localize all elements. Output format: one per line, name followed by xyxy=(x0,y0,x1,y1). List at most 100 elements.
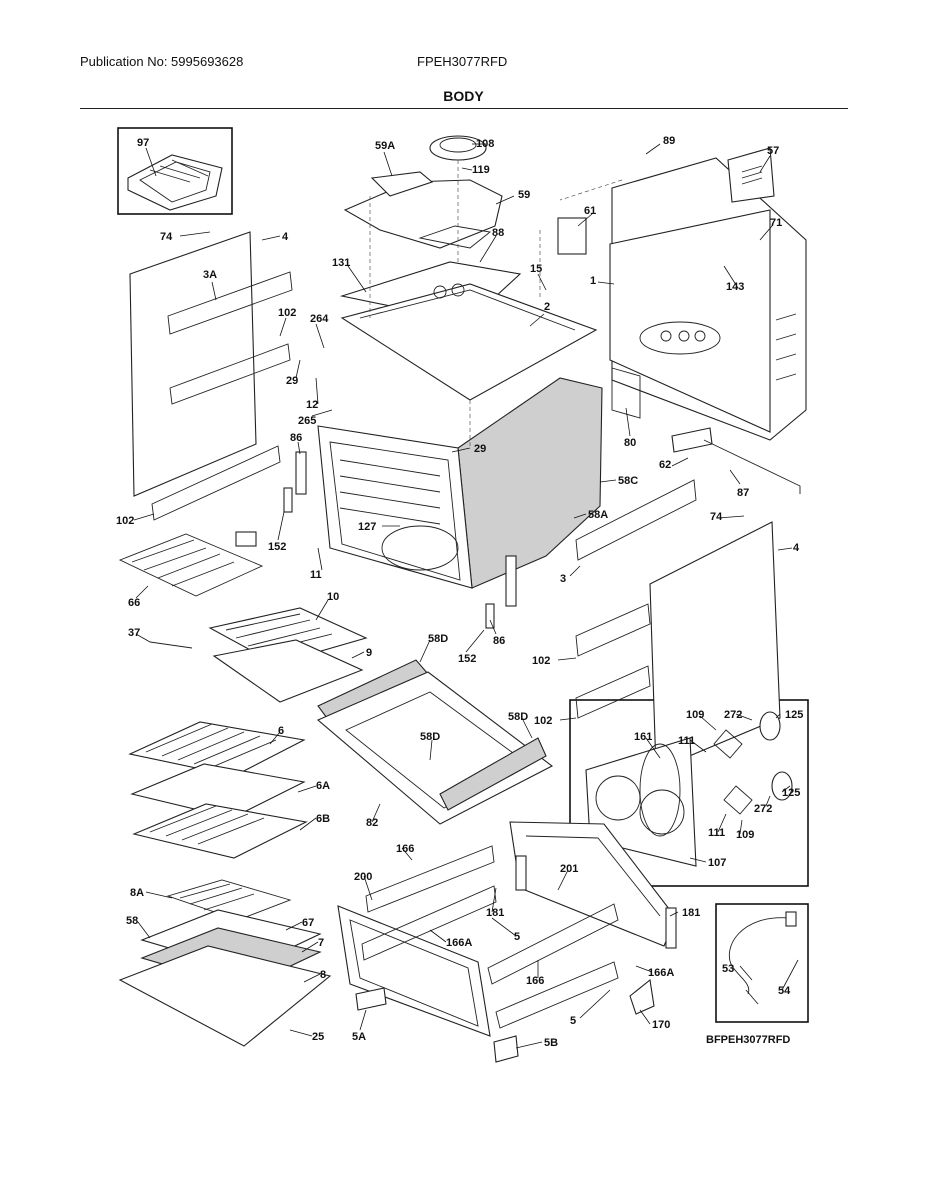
callout-5B: 5B xyxy=(544,1037,558,1049)
callout-125-top: 125 xyxy=(785,709,803,721)
part-broil-pan xyxy=(208,607,368,703)
callout-labels: 97 108 59A 119 89 57 59 61 71 74 4 88 3A… xyxy=(116,135,803,1049)
callout-59A: 59A xyxy=(375,140,395,152)
callout-102-left: 102 xyxy=(278,307,296,319)
callout-201: 201 xyxy=(560,863,578,875)
callout-8A: 8A xyxy=(130,887,144,899)
callout-1: 1 xyxy=(590,275,596,287)
callout-5-bottom: 5 xyxy=(570,1015,576,1027)
callout-80: 80 xyxy=(624,437,636,449)
callout-111-top: 111 xyxy=(678,735,695,747)
callout-58A: 58A xyxy=(588,509,608,521)
part-bake-element xyxy=(118,531,264,597)
callout-62: 62 xyxy=(659,459,671,471)
callout-29-mid: 29 xyxy=(474,443,486,455)
page-title: BODY xyxy=(443,88,484,104)
part-back-panels xyxy=(557,147,807,441)
part-control-board xyxy=(127,154,223,211)
callout-82: 82 xyxy=(366,817,378,829)
callout-108: 108 xyxy=(476,138,494,150)
callout-8: 8 xyxy=(320,969,326,981)
callout-11: 11 xyxy=(310,569,322,581)
part-convection-fan xyxy=(585,711,793,867)
callout-166-top: 166 xyxy=(396,843,414,855)
callout-61: 61 xyxy=(584,205,596,217)
callout-71: 71 xyxy=(770,217,782,229)
callout-166A-right: 166A xyxy=(648,967,674,979)
model-number: FPEH3077RFD xyxy=(417,54,508,69)
callout-66: 66 xyxy=(128,597,140,609)
callout-107: 107 xyxy=(708,857,726,869)
callout-3A: 3A xyxy=(203,269,217,281)
callout-25: 25 xyxy=(312,1031,324,1043)
callout-97: 97 xyxy=(137,137,149,149)
callout-143: 143 xyxy=(726,281,744,293)
callout-59: 59 xyxy=(518,189,530,201)
callout-37: 37 xyxy=(128,627,140,639)
callout-7: 7 xyxy=(318,937,324,949)
callout-152-right: 152 xyxy=(458,653,476,665)
part-broil-element-panels xyxy=(118,879,332,1047)
inset-box-sensor xyxy=(715,903,809,1023)
callout-166A-left: 166A xyxy=(446,937,472,949)
callout-58D-top: 58D xyxy=(428,633,448,645)
callout-127: 127 xyxy=(358,521,376,533)
callout-15: 15 xyxy=(530,263,542,275)
part-top-fan xyxy=(343,135,503,249)
callout-102-right-lower: 102 xyxy=(534,715,552,727)
callout-111-bottom: 111 xyxy=(708,827,725,839)
callout-102-lower-left: 102 xyxy=(116,515,134,527)
callout-12: 12 xyxy=(306,399,318,411)
callout-170: 170 xyxy=(652,1019,670,1031)
callout-29-left: 29 xyxy=(286,375,298,387)
callout-58D-right: 58D xyxy=(508,711,528,723)
callout-9: 9 xyxy=(366,647,372,659)
part-misc-brackets xyxy=(149,427,801,1063)
callout-2: 2 xyxy=(544,301,550,313)
part-storage-drawer xyxy=(337,821,677,1037)
callout-86-right: 86 xyxy=(493,635,505,647)
inset-box-control-board xyxy=(117,127,233,215)
callout-86-left: 86 xyxy=(290,432,302,444)
part-oven-racks xyxy=(128,721,308,859)
callout-102-right-upper: 102 xyxy=(532,655,550,667)
callout-265: 265 xyxy=(298,415,316,427)
publication-number: Publication No: 5995693628 xyxy=(80,54,244,69)
callout-10: 10 xyxy=(327,591,339,603)
callout-4-left: 4 xyxy=(282,231,289,243)
callout-125-bottom: 125 xyxy=(782,787,800,799)
callout-74-top: 74 xyxy=(160,231,173,243)
callout-166-bottom: 166 xyxy=(526,975,544,987)
part-drawer-frame xyxy=(316,659,554,825)
part-temp-sensor xyxy=(728,911,797,1005)
callout-4-right: 4 xyxy=(793,542,800,554)
callout-161: 161 xyxy=(634,731,652,743)
callout-6A: 6A xyxy=(316,780,330,792)
callout-109-bottom: 109 xyxy=(736,829,754,841)
callout-3: 3 xyxy=(560,573,566,585)
callout-87: 87 xyxy=(737,487,749,499)
callout-58D-mid: 58D xyxy=(420,731,440,743)
callout-67: 67 xyxy=(302,917,314,929)
callout-200: 200 xyxy=(354,871,372,883)
callout-6B: 6B xyxy=(316,813,330,825)
callout-131: 131 xyxy=(332,257,350,269)
callout-109-top: 109 xyxy=(686,709,704,721)
part-side-panel-right xyxy=(575,479,781,771)
part-top-plates xyxy=(339,261,598,401)
callout-88: 88 xyxy=(492,227,504,239)
header-rule xyxy=(80,108,848,109)
callout-181-left: 181 xyxy=(486,907,504,919)
part-oven-cavity xyxy=(317,377,603,589)
callout-53: 53 xyxy=(722,963,734,975)
callout-57: 57 xyxy=(767,145,779,157)
callout-119: 119 xyxy=(472,164,490,176)
callout-58C: 58C xyxy=(618,475,638,487)
callout-264: 264 xyxy=(310,313,329,325)
diagram-code: BFPEH3077RFD xyxy=(706,1034,791,1046)
callout-58: 58 xyxy=(126,915,138,927)
leader-lines xyxy=(133,143,799,1049)
part-side-panel-left xyxy=(129,231,293,521)
callout-54: 54 xyxy=(778,985,791,997)
